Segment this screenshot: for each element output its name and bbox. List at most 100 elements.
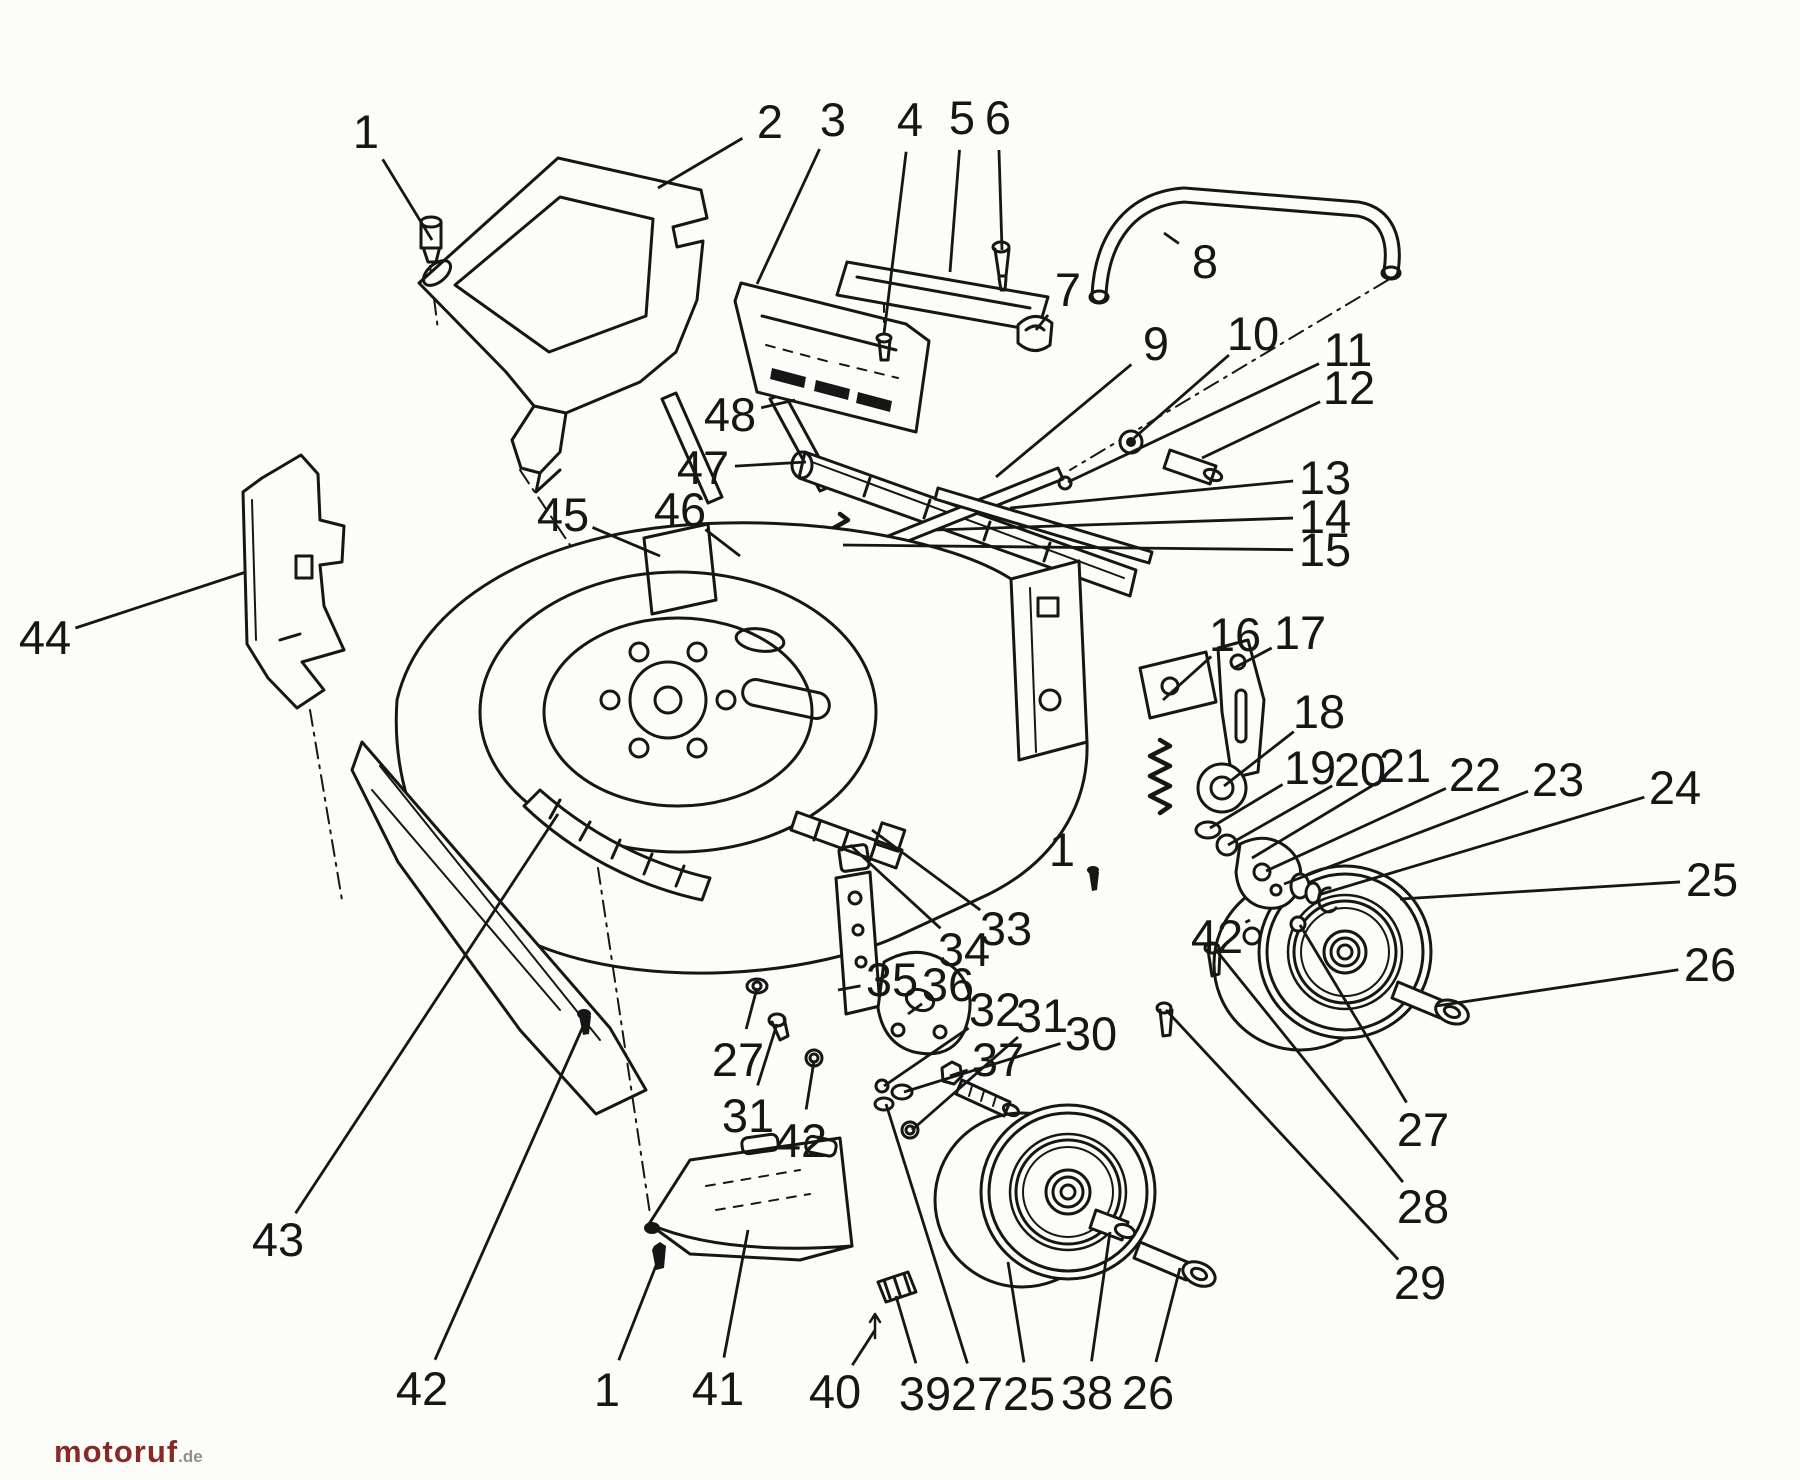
callout-26: 26 [1122,1366,1174,1419]
leader-line-11 [1067,362,1320,484]
callout-21: 21 [1379,739,1431,792]
leader-line-15 [842,543,1294,552]
leader-line-16 [1162,655,1213,702]
spring-right [1147,737,1173,816]
leader-line-12 [1201,400,1321,460]
callout-42: 42 [1191,910,1243,963]
callout-27: 27 [1397,1103,1449,1156]
leader-line-42 [433,1021,587,1361]
height-bracket-right [1138,638,1266,814]
callout-41: 41 [692,1362,744,1415]
mower-deck [350,521,1089,1215]
callout-38: 38 [1061,1366,1113,1419]
leader-line-20 [1227,784,1333,847]
callout-19: 19 [1284,741,1336,794]
leader-line-42 [1244,918,1251,924]
leader-line-29 [1164,1009,1400,1261]
cable-clamp-39 [868,1270,918,1340]
leader-line-45 [591,526,661,558]
rear-wheel [1212,864,1470,1052]
callout-30: 30 [1065,1007,1117,1060]
callout-14: 14 [1299,490,1351,543]
callout-7: 7 [1055,263,1081,316]
leader-line-33 [871,828,982,912]
callout-46: 46 [654,483,706,536]
leader-line-47 [734,460,807,468]
callout-40: 40 [809,1365,861,1418]
bolt-37 [940,1060,1021,1118]
screw-40 [868,1312,882,1340]
side-plate-44 [241,453,346,901]
control-panel-3 [733,281,931,434]
callout-15: 15 [1299,523,1351,576]
leader-line-22 [1265,787,1447,873]
axle-hardware-stack [1087,820,1338,1038]
leader-line-4 [882,151,908,335]
leader-line-28 [1214,949,1405,1183]
callout-32: 32 [969,983,1021,1036]
leader-line-42 [804,1060,816,1110]
screw-1-bottom [652,1242,666,1270]
callout-44: 44 [19,611,71,664]
callout-28: 28 [1397,1180,1449,1233]
leader-line-18 [1223,730,1295,788]
callout-33: 33 [980,902,1032,955]
callout-6: 6 [985,91,1011,144]
callout-2: 2 [757,95,783,148]
callout-25: 25 [1686,853,1738,906]
callout-16: 16 [1209,608,1261,661]
watermark-text: motoruf [54,1434,179,1469]
callout-25: 25 [1003,1367,1055,1420]
leader-line-5 [948,149,961,273]
callout-4: 4 [897,93,923,146]
callout-1: 1 [594,1363,620,1416]
callout-27: 27 [712,1033,764,1086]
leader-line-13 [1009,479,1294,510]
leader-line-21 [1251,781,1379,860]
callout-11: 11 [1324,323,1373,376]
scraper-bar-47 [790,450,1138,598]
leader-line-44 [74,570,247,630]
leader-line-34 [849,843,942,930]
leader-line-32 [883,1026,970,1088]
leader-line-31 [911,1036,1019,1132]
callout-17: 17 [1274,606,1326,659]
leader-line-1 [381,158,434,241]
leader-line-1 [1086,867,1093,874]
leader-line-8 [1163,231,1180,245]
callout-29: 29 [1394,1256,1446,1309]
callout-43: 43 [252,1213,304,1266]
height-bracket-left [745,843,1021,1140]
discharge-chute-41 [644,1132,854,1270]
callout-20: 20 [1334,743,1386,796]
callout-26: 26 [1684,938,1736,991]
bolt-28 [1203,941,1222,978]
cable-clamp-7 [1016,315,1054,352]
pin-12 [1162,448,1224,486]
leader-line-40 [851,1329,877,1366]
callout-37: 37 [972,1033,1024,1086]
screw-29 [1155,1001,1174,1038]
leader-line-39 [894,1295,918,1364]
leader-line-9 [995,363,1133,479]
callout-23: 23 [1532,753,1584,806]
callout-45: 45 [537,488,589,541]
leader-line-24 [1317,795,1645,897]
leader-line-25 [1399,880,1681,901]
leader-line-36 [907,1002,923,1016]
callout-47: 47 [677,441,729,494]
callout-1: 1 [353,105,379,158]
callout-18: 18 [1293,685,1345,738]
leader-line-1 [617,1257,661,1361]
axle-spacer-38 [1088,1208,1137,1242]
callout-48: 48 [704,388,756,441]
callout-1: 1 [1049,823,1075,876]
leader-line-27 [744,987,759,1030]
leader-line-31 [756,1023,779,1086]
leader-line-3 [755,148,821,285]
callout-42: 42 [775,1114,827,1167]
leader-line-7 [1034,314,1050,331]
leader-line-37 [949,1068,969,1078]
callout-31: 31 [722,1089,774,1142]
